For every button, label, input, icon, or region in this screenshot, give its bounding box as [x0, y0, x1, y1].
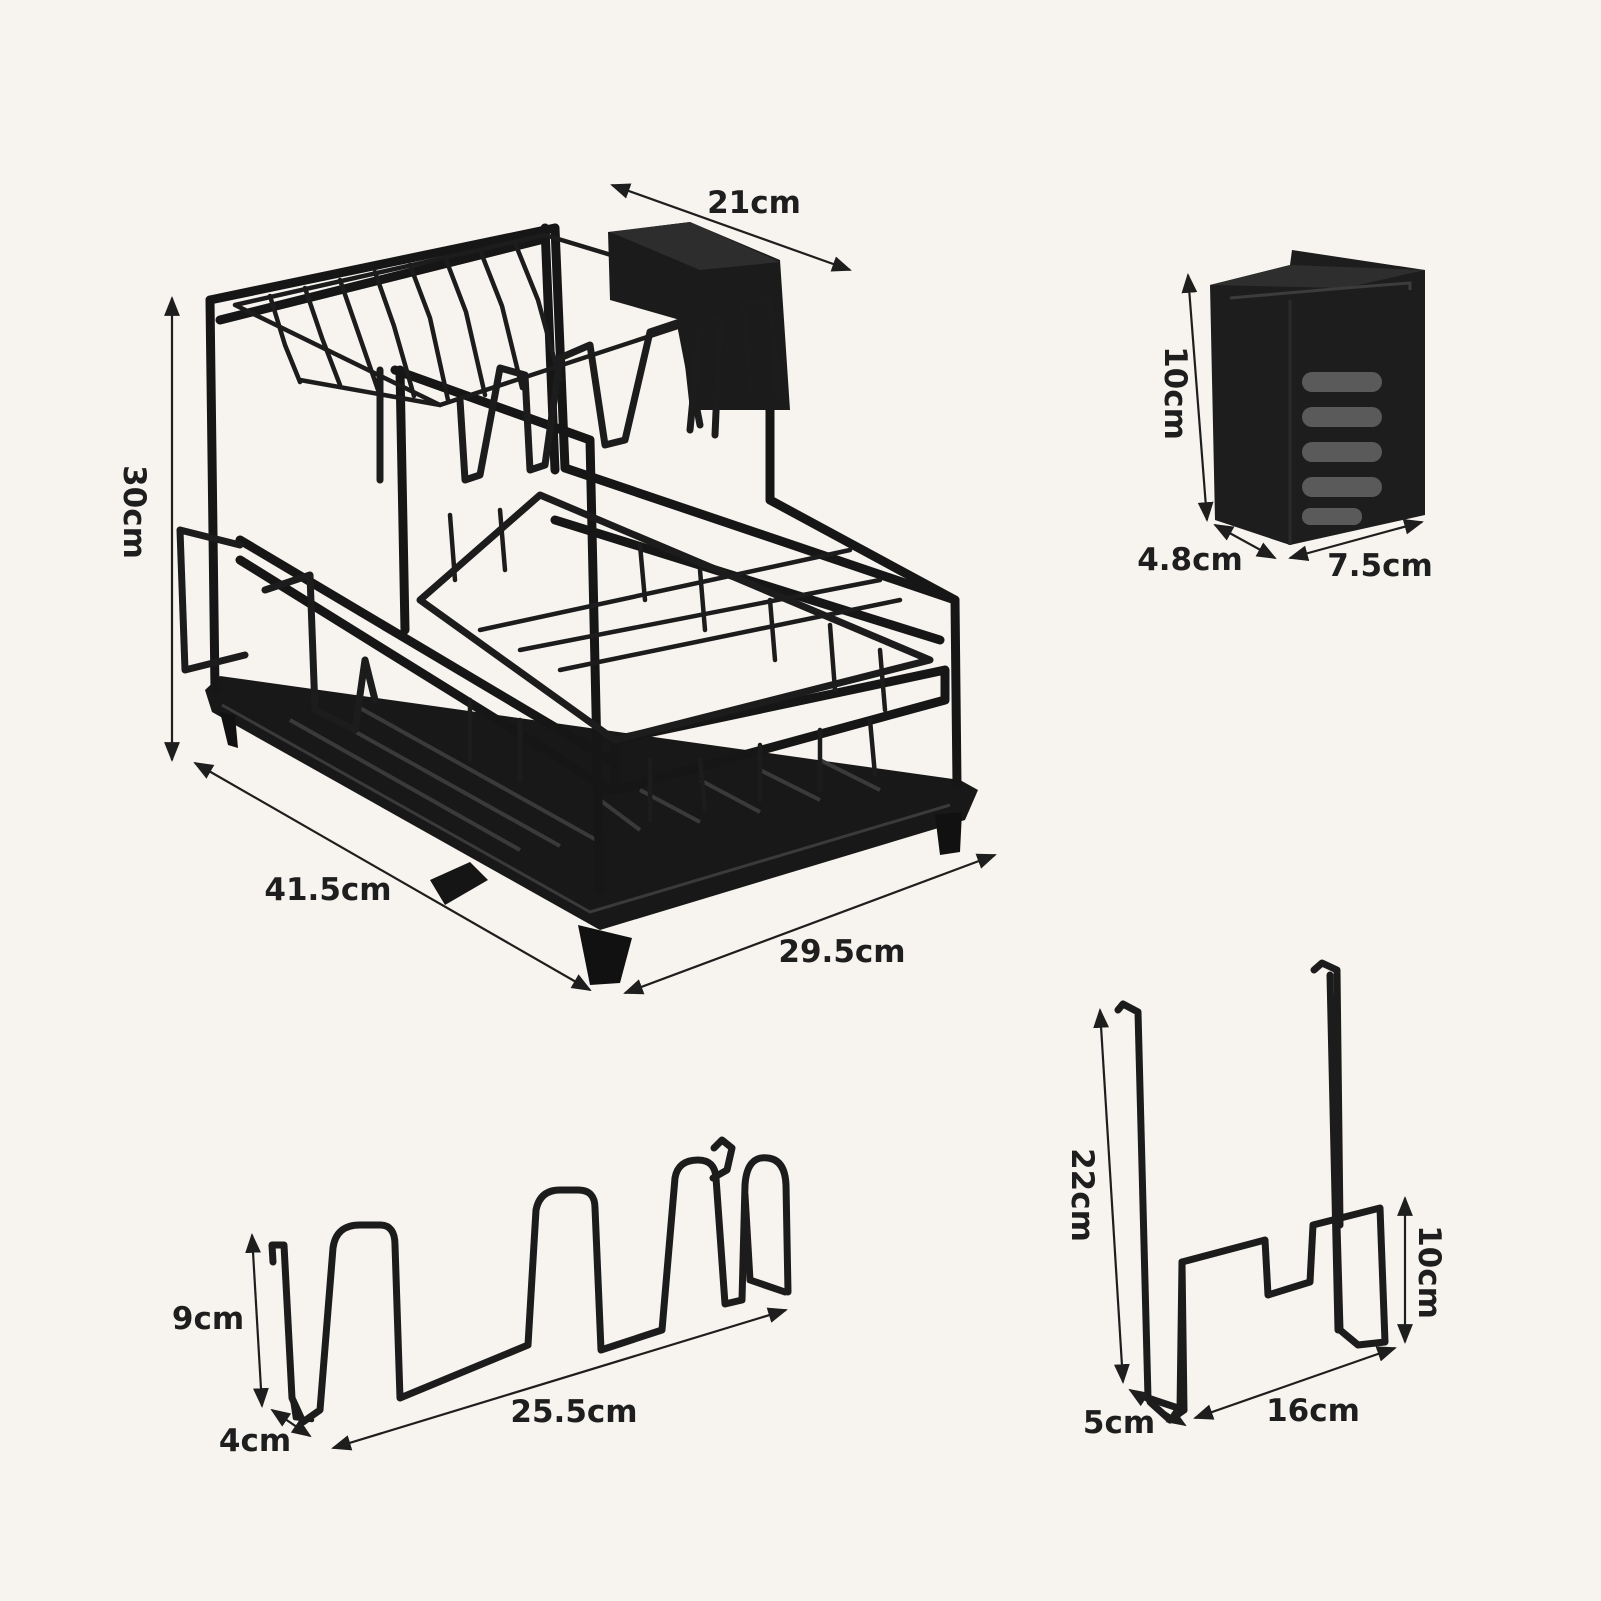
cup-width-line [1288, 519, 1424, 561]
board-holder-width-label: 16cm [1266, 1393, 1360, 1429]
cup-width-label: 7.5cm [1327, 548, 1433, 584]
pot-lid-rack-illustration [268, 1136, 792, 1426]
board-holder-height-label: 22cm [1064, 1148, 1100, 1242]
rack-depth-label: 41.5cm [264, 872, 391, 908]
rack-width-label: 21cm [707, 185, 801, 221]
board-holder-depth-line [1128, 1388, 1187, 1427]
pot-rack-dimension-lines [245, 1233, 788, 1451]
board-holder-tray-height-label: 10cm [1411, 1225, 1447, 1319]
rack-dimension-lines [164, 183, 997, 995]
dish-rack-illustration [176, 222, 978, 985]
board-holder-illustration [1114, 959, 1389, 1424]
pot-rack-depth-line [270, 1408, 312, 1438]
utensil-cup-illustration [1210, 250, 1425, 545]
cup-height-line [1181, 273, 1214, 522]
board-holder-width-line [1193, 1346, 1397, 1420]
board-holder-dimension-lines [1093, 1008, 1413, 1427]
depth-dimension-line [193, 762, 592, 991]
lower-dish-rack [261, 491, 934, 823]
cup-depth-line [1213, 524, 1277, 559]
cup-dimension-lines [1181, 273, 1424, 561]
rack-height-label: 30cm [116, 465, 152, 559]
pot-rack-length-line [331, 1307, 788, 1451]
board-holder-height-line [1093, 1008, 1130, 1384]
length-dimension-line [623, 853, 997, 995]
width-dimension-line [610, 183, 852, 272]
pot-rack-height-label: 9cm [172, 1301, 244, 1337]
pot-rack-depth-label: 4cm [219, 1423, 291, 1459]
board-holder-depth-label: 5cm [1083, 1405, 1155, 1441]
rack-length-label: 29.5cm [778, 934, 905, 970]
pot-rack-length-label: 25.5cm [510, 1394, 637, 1430]
upper-dish-rack [176, 232, 763, 674]
pot-rack-height-line [245, 1233, 269, 1408]
cup-height-label: 10cm [1157, 346, 1193, 440]
cup-depth-label: 4.8cm [1137, 542, 1243, 578]
rack-frame [205, 223, 962, 895]
